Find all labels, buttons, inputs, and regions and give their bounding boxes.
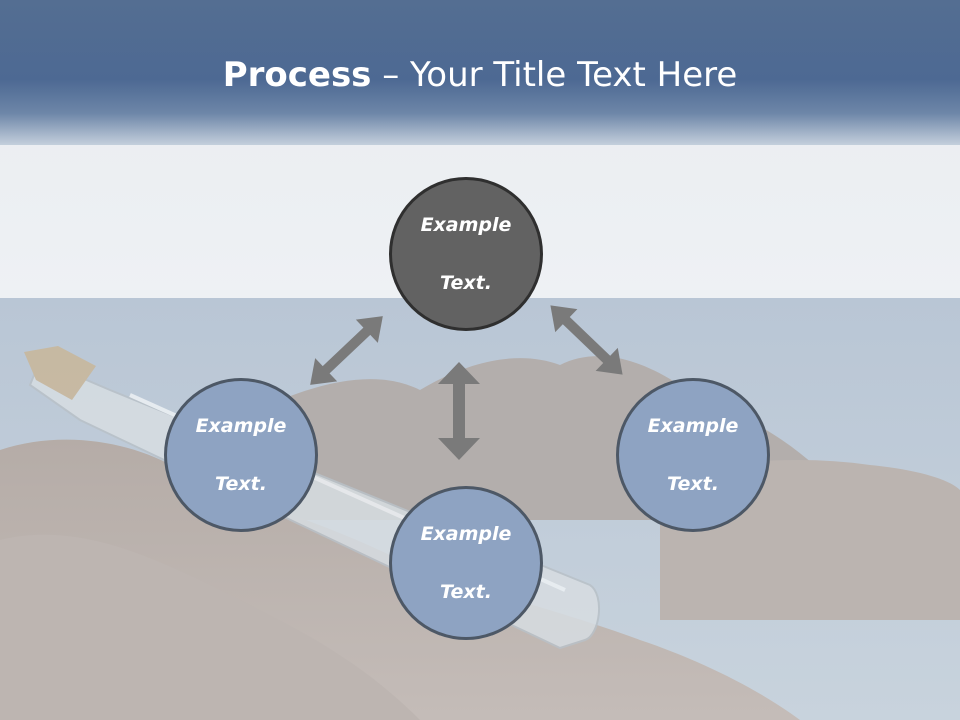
node-right-line1: Example [647, 414, 739, 437]
node-top-line2: Text. [440, 271, 492, 294]
arrow-top-right [550, 305, 623, 375]
title-bar [0, 0, 960, 145]
node-bottom-line2: Text. [440, 580, 492, 603]
title-rest: – Your Title Text Here [371, 55, 738, 95]
slide-title: Process – Your Title Text Here [0, 52, 960, 98]
node-left-line1: Example [195, 414, 287, 437]
node-right-line2: Text. [667, 472, 719, 495]
arrow-top-left [310, 316, 383, 385]
arrow-vertical [438, 362, 480, 460]
title-bold: Process [222, 55, 372, 95]
node-bottom-line1: Example [420, 522, 512, 545]
node-top-line1: Example [420, 213, 512, 236]
node-left-line2: Text. [215, 472, 267, 495]
